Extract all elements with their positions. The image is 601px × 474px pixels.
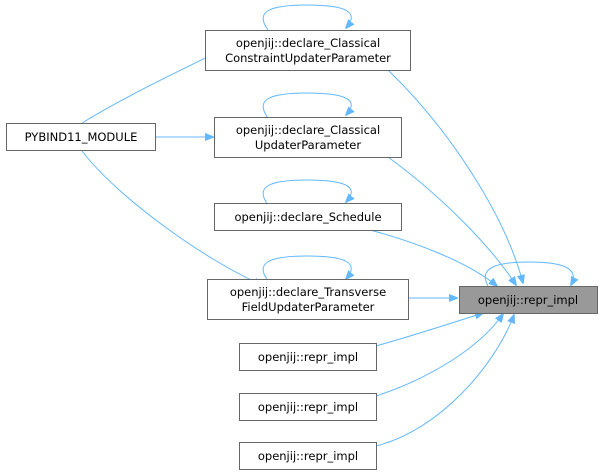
node-label: openjij::repr_impl bbox=[258, 449, 358, 463]
node-repr-impl-caller-3[interactable]: openjij::repr_impl bbox=[239, 442, 377, 470]
node-label-line-1: openjij::declare_Classical bbox=[236, 123, 380, 137]
edge-repr-a-to-target bbox=[375, 313, 483, 347]
edge-transverse-self bbox=[262, 255, 351, 282]
node-label-line-2: ConstraintUpdaterParameter bbox=[225, 51, 391, 65]
edges bbox=[81, 4, 573, 447]
node-declare-schedule[interactable]: openjij::declare_Schedule bbox=[214, 203, 402, 231]
node-label-line-1: openjij::declare_Classical bbox=[236, 36, 380, 50]
node-pybind11-module[interactable]: PYBIND11_MODULE bbox=[6, 123, 156, 151]
edge-repr-c-to-target bbox=[375, 315, 514, 447]
node-label: openjij::declare_Schedule bbox=[234, 210, 381, 224]
edge-schedule-to-target bbox=[369, 229, 497, 286]
edge-classical-updater-self bbox=[262, 92, 351, 119]
node-repr-impl-caller-2[interactable]: openjij::repr_impl bbox=[239, 393, 377, 421]
edge-repr-b-to-target bbox=[375, 314, 503, 397]
edge-classical-updater-to-target bbox=[387, 156, 516, 285]
node-repr-impl-target[interactable]: openjij::repr_impl bbox=[459, 286, 598, 314]
node-label-line-2: UpdaterParameter bbox=[255, 138, 361, 152]
edge-target-self bbox=[484, 261, 573, 286]
edge-pybind-to-classical-constraint bbox=[81, 50, 222, 124]
edge-classical-constraint-to-target bbox=[387, 69, 523, 283]
node-label: openjij::repr_impl bbox=[258, 400, 358, 414]
node-repr-impl-caller-1[interactable]: openjij::repr_impl bbox=[239, 343, 377, 371]
node-label: openjij::repr_impl bbox=[258, 350, 358, 364]
node-declare-transverse-field-updater-parameter[interactable]: openjij::declare_Transverse FieldUpdater… bbox=[207, 279, 409, 320]
node-declare-classical-constraint-updater-parameter[interactable]: openjij::declare_Classical ConstraintUpd… bbox=[205, 30, 411, 71]
node-label: PYBIND11_MODULE bbox=[25, 130, 138, 144]
node-declare-classical-updater-parameter[interactable]: openjij::declare_Classical UpdaterParame… bbox=[214, 117, 402, 158]
edge-pybind-to-transverse bbox=[81, 150, 262, 285]
node-label-line-1: openjij::declare_Transverse bbox=[230, 285, 386, 299]
edge-classical-constraint-self bbox=[262, 4, 351, 31]
node-label-line-2: FieldUpdaterParameter bbox=[242, 300, 375, 314]
node-label: openjij::repr_impl bbox=[478, 293, 578, 307]
edge-schedule-self bbox=[262, 179, 351, 206]
